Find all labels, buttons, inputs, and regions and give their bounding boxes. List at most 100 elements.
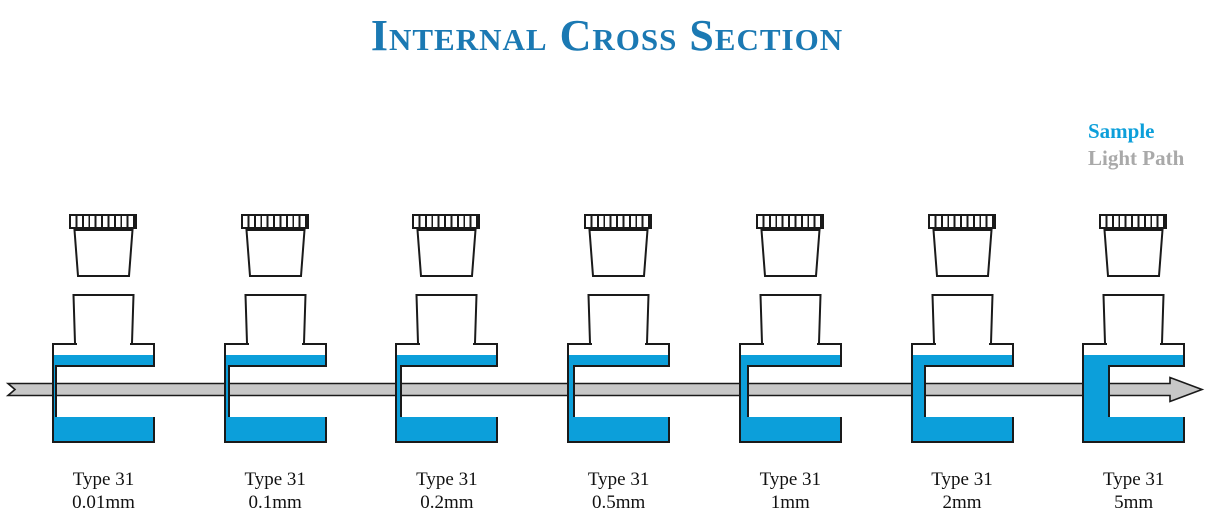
cap-and-neck-icon <box>1102 229 1165 344</box>
sample-top-band <box>397 355 497 367</box>
cuvette-type-label: Type 31 <box>244 469 306 490</box>
sample-top-band <box>569 355 669 367</box>
sample-bottom-reservoir <box>395 417 499 443</box>
shoulder-chamber <box>395 343 499 367</box>
cuvette-label: Type 31 0.5mm <box>533 468 704 514</box>
cap-body-icon <box>416 229 477 277</box>
cuvette-type-label: Type 31 <box>759 469 822 490</box>
page-title: Internal Cross Section <box>370 11 844 60</box>
cuvette-2: Type 31 0.1mm <box>223 214 327 516</box>
sample-bottom-reservoir <box>910 417 1014 443</box>
cap-body-icon <box>1103 229 1164 277</box>
sample-bottom-reservoir <box>738 417 842 443</box>
neck-icon <box>930 294 994 344</box>
cap-crown-icon <box>927 214 996 229</box>
neck-icon <box>415 294 478 344</box>
shoulder-chamber <box>910 343 1014 367</box>
neck-opening <box>420 343 474 346</box>
legend-sample-label: Sample <box>1088 119 1155 143</box>
path-length-label: 0.1mm <box>248 492 302 513</box>
neck-opening <box>935 343 989 346</box>
notch-top-edge <box>400 365 499 367</box>
cuvette-type-label: Type 31 <box>931 469 993 490</box>
sample-top-band <box>912 355 1012 367</box>
notch-top-edge <box>1108 365 1186 367</box>
notch-top-edge <box>746 365 842 367</box>
shoulder-chamber <box>567 343 671 367</box>
cuvette-3: Type 31 0.2mm <box>395 214 499 516</box>
sample-bottom-reservoir <box>52 417 155 443</box>
notch-top-edge <box>55 365 155 367</box>
sample-light-channel <box>738 367 749 417</box>
cuvette-4: Type 31 0.5mm <box>567 214 671 516</box>
cap-and-neck-icon <box>244 229 307 344</box>
legend-light-path-label: Light Path <box>1088 146 1185 170</box>
cap-and-neck-icon <box>930 229 994 344</box>
path-length-label: 0.2mm <box>420 492 474 513</box>
cap-and-neck-icon <box>759 229 822 344</box>
neck-opening <box>248 343 302 346</box>
cap-body-icon <box>245 229 306 277</box>
cuvette-1: Type 31 0.01mm <box>52 214 155 516</box>
cap-and-neck-icon <box>587 229 650 344</box>
cuvette-label: Type 31 2mm <box>877 468 1048 514</box>
sample-light-channel <box>52 367 57 417</box>
cuvette-label: Type 31 5mm <box>1048 468 1214 514</box>
cap-crown-icon <box>240 214 309 229</box>
cap-and-neck-icon <box>72 229 135 344</box>
cuvette-7: Type 31 5mm <box>1082 214 1186 516</box>
path-length-label: 1mm <box>770 492 810 513</box>
shoulder-chamber <box>223 343 327 367</box>
sample-bottom-reservoir <box>567 417 671 443</box>
neck-opening <box>592 343 646 346</box>
legend: Sample Light Path <box>1088 118 1184 172</box>
cap-crown-icon <box>412 214 481 229</box>
cuvette-6: Type 31 2mm <box>910 214 1014 516</box>
cap-body-icon <box>931 229 993 277</box>
cap-crown-icon <box>584 214 653 229</box>
path-length-label: 0.5mm <box>591 492 646 513</box>
path-length-label: 2mm <box>942 492 982 513</box>
sample-top-band <box>225 355 325 367</box>
cuvette-type-label: Type 31 <box>416 469 478 490</box>
path-length-label: 5mm <box>1114 492 1154 513</box>
sample-light-channel <box>567 367 576 417</box>
sample-top-band <box>54 355 153 367</box>
sample-light-channel <box>223 367 230 417</box>
sample-bottom-reservoir <box>1082 417 1186 443</box>
cuvette-label: Type 31 1mm <box>705 468 876 514</box>
notch-top-edge <box>573 365 671 367</box>
notch-top-edge <box>923 365 1014 367</box>
sample-light-channel <box>1082 367 1111 417</box>
neck-icon <box>72 294 135 344</box>
cuvette-type-label: Type 31 <box>72 469 135 490</box>
cap-crown-icon <box>1099 214 1168 229</box>
cuvette-type-label: Type 31 <box>1102 469 1165 490</box>
cap-crown-icon <box>755 214 824 229</box>
sample-bottom-reservoir <box>223 417 327 443</box>
cuvette-label: Type 31 0.1mm <box>190 468 361 514</box>
cuvette-label: Type 31 0.2mm <box>361 468 532 514</box>
notch-top-edge <box>227 365 327 367</box>
neck-opening <box>763 343 817 346</box>
sample-top-band <box>1084 355 1184 367</box>
neck-icon <box>587 294 650 344</box>
cap-body-icon <box>73 229 134 277</box>
neck-opening <box>77 343 130 346</box>
cuvette-label: Type 31 0.01mm <box>18 468 189 514</box>
neck-icon <box>759 294 822 344</box>
neck-icon <box>1102 294 1165 344</box>
sample-top-band <box>740 355 840 367</box>
cap-and-neck-icon <box>415 229 478 344</box>
neck-opening <box>1107 343 1161 346</box>
cap-body-icon <box>760 229 821 277</box>
sample-light-channel <box>395 367 403 417</box>
sample-light-channel <box>910 367 926 417</box>
cuvette-type-label: Type 31 <box>587 469 650 490</box>
cuvette-5: Type 31 1mm <box>738 214 842 516</box>
neck-icon <box>244 294 307 344</box>
shoulder-chamber <box>52 343 155 367</box>
path-length-label: 0.01mm <box>72 492 135 513</box>
shoulder-chamber <box>738 343 842 367</box>
